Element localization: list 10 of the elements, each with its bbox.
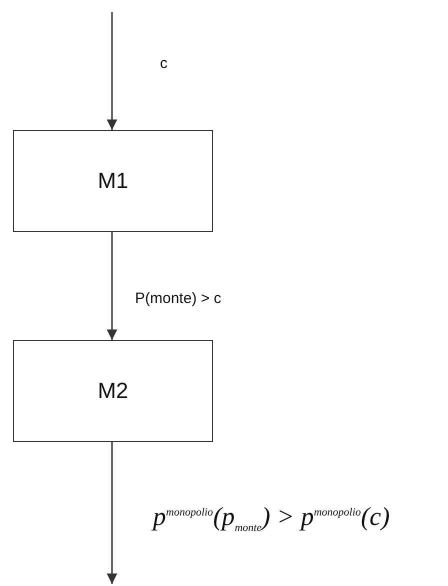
formula-label: p$^{monopolio}$(p$_{monte}$) > p$^{monopolio}$(c) (153, 502, 390, 534)
box-label: M1 (98, 168, 128, 194)
edge-label: P(monte) > c (135, 290, 222, 307)
edge-label: c (160, 55, 168, 72)
arrow (106, 12, 118, 130)
box-label: M2 (98, 378, 128, 404)
arrow (106, 232, 118, 340)
arrow (106, 442, 118, 584)
process-box (13, 340, 213, 442)
process-box (13, 130, 213, 232)
